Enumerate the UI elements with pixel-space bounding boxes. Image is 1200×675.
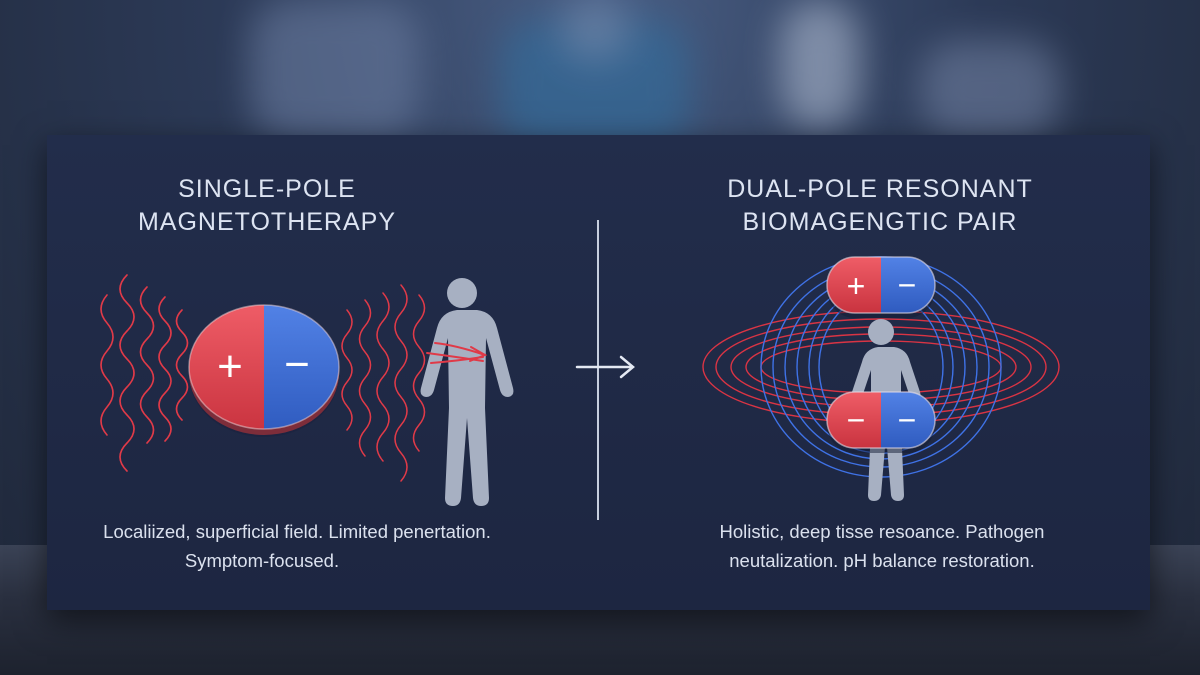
background-bottle-right xyxy=(780,0,860,130)
right-caption: Holistic, deep tisse resoance. Pathogen … xyxy=(647,517,1117,575)
arrow-right-icon xyxy=(575,355,635,379)
left-caption-line2: Symptom-focused. xyxy=(184,550,340,571)
top-pill-magnet: + − xyxy=(826,256,936,318)
human-figure-icon xyxy=(420,278,514,506)
right-caption-line2: neutalization. pH balance restoration. xyxy=(729,550,1035,571)
bottom-magnet-left-sign: − xyxy=(847,402,866,438)
left-caption-line1: Localiized, superficial field. Limited p… xyxy=(103,521,491,542)
field-penetration-arrow xyxy=(426,342,488,364)
magnet-minus-sign: − xyxy=(284,340,310,389)
top-magnet-minus-sign: − xyxy=(898,267,917,303)
diagram-graphics: + − xyxy=(100,220,1060,520)
background-flask-neck xyxy=(560,0,630,60)
background-beaker xyxy=(920,40,1060,140)
right-field-waves xyxy=(341,284,426,482)
magnet-plus-sign: + xyxy=(217,342,243,391)
left-caption: Localiized, superficial field. Limited p… xyxy=(47,517,547,575)
left-title-line2: MAGNETOTHERAPY xyxy=(137,208,397,236)
left-title-line1: SINGLE-POLE xyxy=(178,175,356,203)
right-caption-line1: Holistic, deep tisse resoance. Pathogen xyxy=(719,521,1045,542)
right-title-line1: DUAL-POLE RESONANT xyxy=(727,175,1033,203)
single-pole-magnet: + − xyxy=(188,304,340,437)
bottom-magnet-right-sign: − xyxy=(898,402,917,438)
background-bottle-left xyxy=(250,0,420,140)
right-title-line2: BIOMAGENGTIC PAIR xyxy=(742,208,1018,236)
bottom-pill-magnet: − − xyxy=(826,391,936,453)
left-title: SINGLE-POLE MAGNETOTHERAPY xyxy=(47,173,487,239)
right-title: DUAL-POLE RESONANT BIOMAGENGTIC PAIR xyxy=(650,173,1110,239)
top-magnet-plus-sign: + xyxy=(847,268,866,304)
left-field-waves-outer xyxy=(100,274,189,472)
comparison-panel: + − xyxy=(47,135,1150,610)
